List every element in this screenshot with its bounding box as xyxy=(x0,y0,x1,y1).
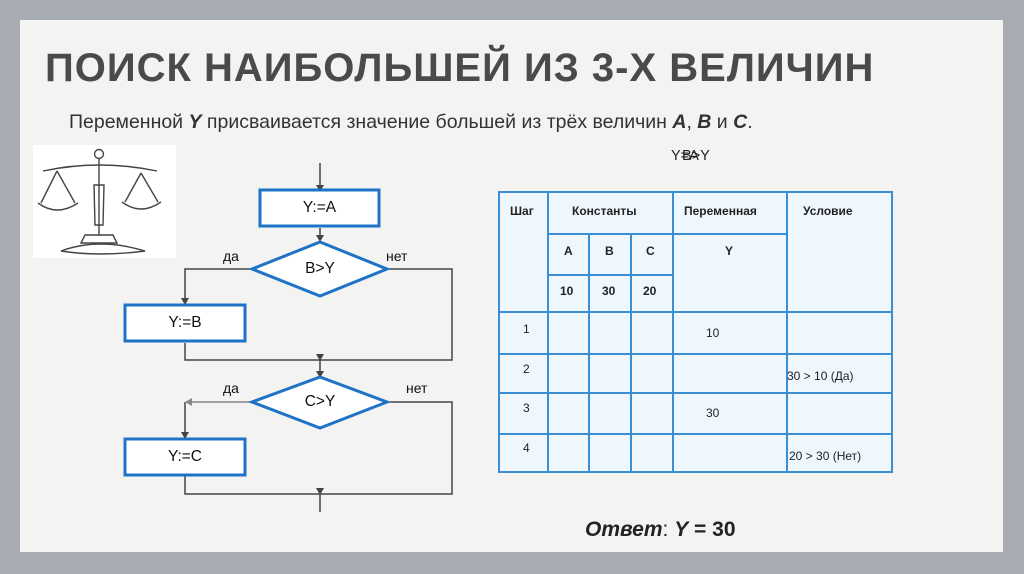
overlap-text-second: B>Y xyxy=(682,148,710,164)
scales-of-justice-icon xyxy=(33,145,176,258)
branch-yes-1: да xyxy=(223,248,239,264)
subtitle-var-a: A xyxy=(672,111,687,133)
answer-colon: : xyxy=(662,518,675,541)
assign-c-label: Y:=C xyxy=(167,448,203,465)
subtitle-var-y: Y xyxy=(188,111,202,133)
cond-c-label: C>Y xyxy=(304,393,336,410)
cond-b-diamond xyxy=(247,240,392,298)
branch-no-1: нет xyxy=(386,248,408,264)
row-4-step: 4 xyxy=(523,441,530,455)
row-2-step: 2 xyxy=(523,362,530,376)
slide: ПОИСК НАИБОЛЬШЕЙ ИЗ 3-Х ВЕЛИЧИН Переменн… xyxy=(20,20,1003,552)
answer-var: Y xyxy=(674,518,689,541)
flowchart xyxy=(123,163,453,512)
answer: Ответ: Y = 30 xyxy=(585,518,736,542)
subtitle-var-b: B xyxy=(697,111,712,133)
overlap-text-first: Y=A xyxy=(671,148,699,164)
row-4-condition: 20 > 30 (Нет) xyxy=(789,449,862,463)
answer-value: = 30 xyxy=(688,518,736,541)
assign-a-box xyxy=(258,188,381,228)
subtitle-var-c: C xyxy=(733,111,748,133)
row-1-step: 1 xyxy=(523,322,530,336)
constant-c-value: 20 xyxy=(643,284,657,298)
assign-b-label: Y:=B xyxy=(168,314,202,331)
row-3-y: 30 xyxy=(706,406,720,420)
row-3-step: 3 xyxy=(523,401,530,415)
subheader-y: Y xyxy=(725,244,734,258)
slide-title: ПОИСК НАИБОЛЬШЕЙ ИЗ 3-Х ВЕЛИЧИН xyxy=(45,46,875,90)
constant-a-value: 10 xyxy=(560,284,574,298)
subheader-b: B xyxy=(605,244,614,258)
row-1-y: 10 xyxy=(706,326,720,340)
branch-yes-2: да xyxy=(223,380,239,396)
header-step: Шаг xyxy=(510,204,534,218)
assign-a-label: Y:=A xyxy=(302,199,337,216)
subtitle-sep1: , xyxy=(686,111,698,133)
subheader-c: C xyxy=(646,244,655,258)
subtitle-prefix: Переменной xyxy=(69,111,189,133)
trace-table: Шаг Константы Переменная Условие A B C Y… xyxy=(498,191,893,473)
cond-c-diamond xyxy=(247,375,392,430)
header-variable: Переменная xyxy=(684,204,757,218)
subtitle-sep2: и xyxy=(711,111,734,133)
subtitle-suffix: . xyxy=(747,111,753,133)
row-2-condition: 30 > 10 (Да) xyxy=(787,369,854,383)
constant-b-value: 30 xyxy=(602,284,616,298)
cond-b-label: B>Y xyxy=(305,260,335,277)
header-condition: Условие xyxy=(803,204,853,218)
subtitle-middle: присваивается значение большей из трёх в… xyxy=(201,111,673,133)
slide-subtitle: Переменной Y присваивается значение боль… xyxy=(69,111,753,134)
subheader-a: A xyxy=(564,244,573,258)
answer-label: Ответ xyxy=(585,518,663,541)
assign-b-box xyxy=(123,303,247,343)
branch-no-2: нет xyxy=(406,380,428,396)
header-constants: Константы xyxy=(572,204,637,218)
assign-c-box xyxy=(123,437,247,477)
